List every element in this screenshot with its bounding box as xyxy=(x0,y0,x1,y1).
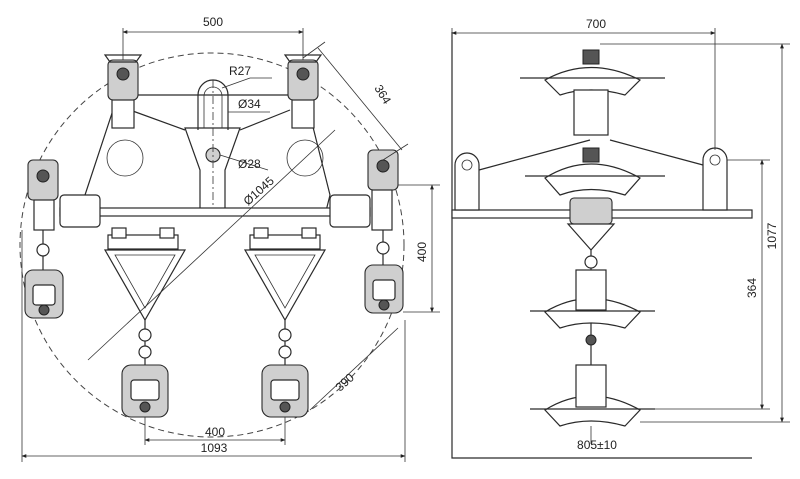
dim-bottom: 805±10 xyxy=(577,426,617,452)
side-post-left xyxy=(454,152,480,211)
lower-clamp-left xyxy=(121,364,169,418)
clearance-circle xyxy=(19,52,405,438)
diameter-line xyxy=(87,129,336,361)
dim-label-28: Ø28 xyxy=(238,157,261,171)
dim-overall-height: 1077 xyxy=(600,43,790,423)
top-fitting-left xyxy=(103,54,143,129)
third-clamp xyxy=(544,298,641,329)
side-fitting-right xyxy=(367,149,399,231)
triangle-yoke-left xyxy=(103,249,187,322)
second-clamp xyxy=(544,163,641,196)
side-view: 700 1077 364 805±10 xyxy=(451,17,790,459)
side-fitting-left xyxy=(27,159,59,231)
side-post-right xyxy=(702,147,728,211)
brace-line xyxy=(129,109,186,131)
dim-pin-dia: Ø34 xyxy=(228,97,270,113)
dim-label-34: Ø34 xyxy=(238,97,261,111)
dim-label-364-front: 364 xyxy=(371,82,394,107)
beam-end-right xyxy=(329,194,371,228)
dim-overall-width: 1093 xyxy=(21,230,406,462)
dim-label-1093: 1093 xyxy=(201,441,228,455)
top-nut xyxy=(582,49,600,65)
side-yoke xyxy=(566,223,616,251)
side-clamp-right xyxy=(364,264,404,314)
dim-label-500: 500 xyxy=(203,15,223,29)
dim-radius: R27 xyxy=(221,64,272,89)
triangle-yoke-right xyxy=(243,249,327,322)
third-body xyxy=(575,269,607,311)
dim-label-400-bottom: 400 xyxy=(205,425,225,439)
dim-arm: 390 xyxy=(309,327,399,411)
front-view: 500 R27 Ø34 Ø28 Ø1045 364 400 xyxy=(19,15,440,462)
dim-label-400-side: 400 xyxy=(415,242,429,262)
plate-hole-left xyxy=(106,139,144,177)
dim-top-spacing: 500 xyxy=(122,15,304,60)
dim-label-r27: R27 xyxy=(229,64,251,78)
second-nut xyxy=(582,147,600,163)
dim-label-390: 390 xyxy=(333,370,357,394)
top-fitting-right xyxy=(283,54,323,129)
side-brace-left xyxy=(478,139,591,171)
side-frame xyxy=(451,32,752,459)
dim-top-width: 700 xyxy=(451,17,716,150)
dim-bottom-spacing: 400 xyxy=(144,417,286,445)
dim-label-364-side: 364 xyxy=(745,278,759,298)
dim-label-1077: 1077 xyxy=(765,222,779,249)
top-body xyxy=(573,89,609,136)
dim-hole-dia: Ø28 xyxy=(219,154,269,171)
bottom-clamp xyxy=(544,395,641,427)
bottom-body xyxy=(575,364,607,408)
brace-line xyxy=(239,109,291,131)
dim-side-spacing: 400 xyxy=(398,184,440,313)
side-clamp-left xyxy=(24,269,64,319)
side-brace-right xyxy=(609,139,704,166)
horizontal-beam xyxy=(59,207,371,217)
beam-end-left xyxy=(59,194,101,228)
side-fitting xyxy=(569,197,613,225)
plate-hole-right xyxy=(286,139,324,177)
dim-string: 364 xyxy=(655,159,770,410)
dim-label-805: 805±10 xyxy=(577,438,617,452)
dim-label-700: 700 xyxy=(586,17,606,31)
dim-diagonal: 364 xyxy=(302,41,409,161)
lower-clamp-right xyxy=(261,364,309,418)
